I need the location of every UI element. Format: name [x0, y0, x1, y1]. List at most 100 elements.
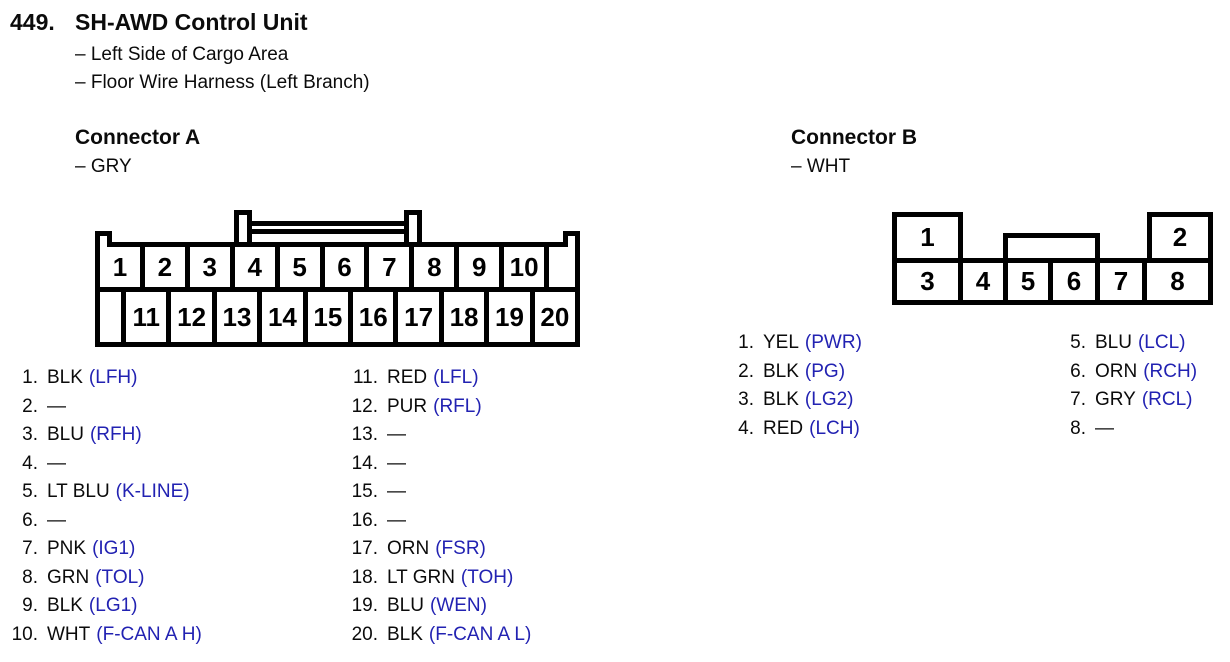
pin-code: (F-CAN A L) — [428, 623, 532, 645]
pin-label: — — [47, 393, 66, 422]
pin-wire-color: — — [387, 452, 406, 474]
pin-wire-color: BLK — [763, 389, 799, 410]
pin-wire-color: ORN — [1095, 360, 1138, 382]
pin-row: 15. — — [330, 478, 531, 507]
pin-row: 18. LT GRN(TOH) — [330, 564, 531, 593]
connector-b-pin-list-col2: 5. BLU(LCL) 6. ORN(RCH) 7. GRY(RCL) 8. — — [1046, 329, 1197, 443]
connector-b-pin-cavity: 3 — [897, 263, 963, 300]
pin-code: (F-CAN A H) — [96, 623, 202, 645]
pin-number: 14. — [351, 452, 378, 474]
connector-a-pin-list-col2: 11. RED(LFL) 12. PUR(RFL) 13. — 14. — 15… — [330, 364, 532, 650]
pin-wire-color: BLK — [763, 360, 799, 382]
connector-b-pin-cavity: 5 — [1008, 263, 1053, 300]
pin-label: BLK(F-CAN A L) — [387, 621, 531, 650]
pin-number: 18. — [351, 566, 378, 588]
pin-code: (LFL) — [433, 367, 479, 388]
connector-b-pin-cavity: 6 — [1053, 263, 1100, 300]
pin-number: 3. — [738, 389, 754, 410]
pin-label: PNK(IG1) — [47, 535, 135, 564]
pin-row: 12. PUR(RFL) — [330, 393, 531, 422]
connector-a-pin-cavity: 18 — [444, 292, 490, 342]
pin-label: LT GRN(TOH) — [387, 564, 513, 593]
pin-wire-color: LT GRN — [387, 566, 455, 588]
pin-wire-color: — — [1095, 417, 1114, 439]
pin-number: 6. — [22, 509, 38, 531]
pin-code: (RFH) — [89, 424, 142, 445]
pin-code: (PWR) — [804, 332, 862, 353]
pin-wire-color: GRN — [47, 566, 90, 588]
pin-number: 16. — [351, 509, 378, 531]
pin-wire-color: ORN — [387, 538, 430, 559]
pin-wire-color: — — [47, 395, 66, 417]
pin-wire-color: RED — [387, 367, 428, 388]
connector-a-pin-cavity: 1 — [100, 247, 145, 287]
pin-number: 6. — [1070, 360, 1086, 382]
pin-number: 1. — [738, 332, 754, 353]
connector-a-title: Connector A — [75, 126, 201, 149]
pin-row: 7. GRY(RCL) — [1046, 386, 1197, 415]
pin-row: 3. BLK(LG2) — [722, 386, 862, 415]
pin-code: (IG1) — [92, 538, 136, 559]
pin-code: (TOH) — [460, 566, 514, 588]
pin-wire-color: RED — [763, 417, 804, 439]
pin-label: BLK(LG1) — [47, 592, 138, 621]
pin-wire-color: GRY — [1095, 389, 1136, 410]
pin-number: 3. — [22, 424, 38, 445]
pin-number: 4. — [738, 417, 754, 439]
pin-row: 7. PNK(IG1) — [8, 535, 202, 564]
pin-number: 8. — [1070, 417, 1086, 439]
pin-row: 11. RED(LFL) — [330, 364, 531, 393]
connector-b-pin-cavity: 2 — [1147, 212, 1213, 263]
connector-a-housing: 1 2 3 4 5 6 7 8 9 10 — [95, 242, 580, 347]
connector-a-pin-cavity: 8 — [414, 247, 460, 287]
pin-row: 3. BLU(RFH) — [8, 421, 202, 450]
connector-a-pin-cavity: 3 — [190, 247, 235, 287]
pin-wire-color: — — [47, 509, 66, 531]
pin-row: 2. BLK(PG) — [722, 358, 862, 387]
connector-b-pin-cavity: 4 — [963, 263, 1008, 300]
pin-label: YEL(PWR) — [763, 329, 862, 358]
pin-number: 2. — [22, 395, 38, 417]
pin-code: (LG2) — [804, 389, 854, 410]
pin-label: BLK(LFH) — [47, 364, 137, 393]
connector-a-housing-color: – GRY — [75, 156, 132, 177]
pin-wire-color: BLK — [47, 367, 83, 388]
connector-b-housing-color: – WHT — [791, 156, 851, 177]
connector-a-pin-cavity: 5 — [280, 247, 325, 287]
section-number: 449. — [10, 9, 55, 35]
pin-row: 19. BLU(WEN) — [330, 592, 531, 621]
connector-a-pin-cavity: 7 — [369, 247, 415, 287]
connector-a-notch-left — [95, 231, 112, 247]
connector-b-pin-cavity: 1 — [892, 212, 963, 263]
pin-number: 7. — [22, 538, 38, 559]
connector-a-pin-list-col1: 1. BLK(LFH) 2. — 3. BLU(RFH) 4. — 5. LT … — [8, 364, 202, 649]
pin-wire-color: PNK — [47, 538, 87, 559]
connector-a-pin-cavity: 4 — [235, 247, 280, 287]
connector-a-pin-cavity: 12 — [171, 292, 217, 342]
pin-code: (LG1) — [88, 595, 138, 616]
pin-label: RED(LFL) — [387, 364, 479, 393]
pin-row: 5. BLU(LCL) — [1046, 329, 1197, 358]
pin-label: LT BLU(K-LINE) — [47, 478, 190, 507]
pin-number: 9. — [22, 595, 38, 616]
pin-wire-color: — — [47, 452, 66, 474]
pin-number: 19. — [351, 595, 378, 616]
pin-row: 8. GRN(TOL) — [8, 564, 202, 593]
pin-number: 12. — [351, 395, 378, 417]
connector-b-pin-cavity: 8 — [1170, 266, 1185, 296]
page-title: SH-AWD Control Unit — [75, 9, 308, 35]
pin-code: (K-LINE) — [115, 481, 190, 502]
connector-a-bottom-row: 11 12 13 14 15 16 17 18 19 20 — [100, 292, 575, 342]
pin-row: 14. — — [330, 450, 531, 479]
pin-code: (RCL) — [1141, 389, 1193, 410]
location-line: – Left Side of Cargo Area — [75, 44, 289, 65]
pin-code: (LCL) — [1137, 332, 1186, 353]
pin-label: WHT(F-CAN A H) — [47, 621, 202, 650]
connector-a-pin-cavity: 17 — [398, 292, 444, 342]
pin-wire-color: BLU — [387, 595, 424, 616]
pin-number: 2. — [738, 360, 754, 382]
pin-row: 17. ORN(FSR) — [330, 535, 531, 564]
connector-a-diagram: 1 2 3 4 5 6 7 8 9 10 — [95, 210, 580, 347]
connector-a-pin-cavity: 11 — [126, 292, 172, 342]
pin-label: RED(LCH) — [763, 415, 860, 444]
